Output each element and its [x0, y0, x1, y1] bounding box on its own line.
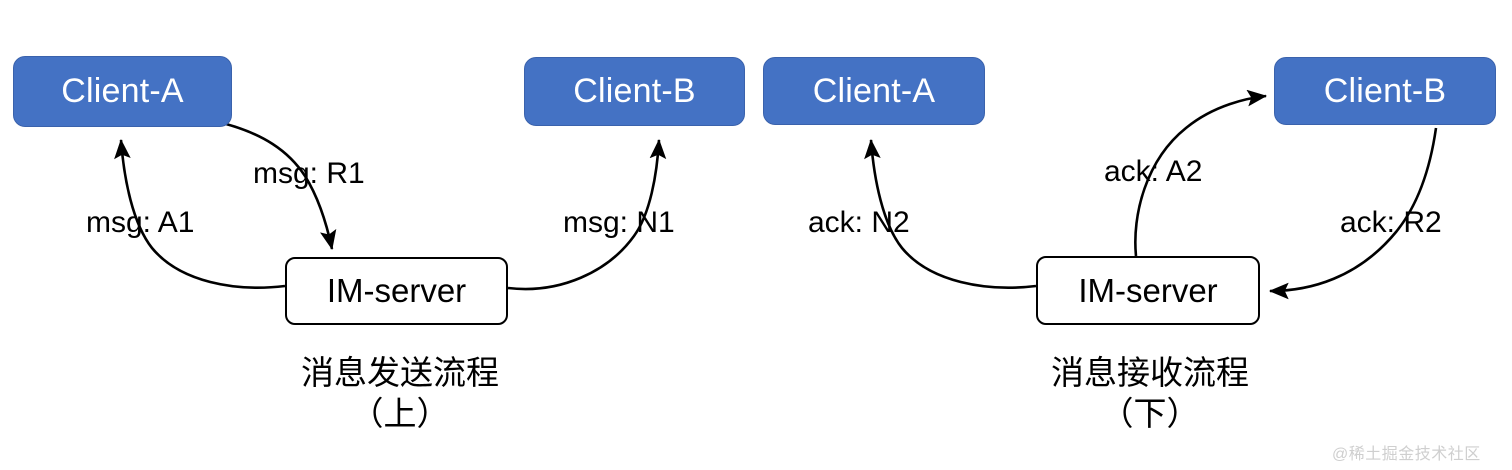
watermark-text: @稀土掘金技术社区	[1332, 446, 1481, 463]
edge-ack-r2	[1268, 127, 1438, 300]
edge-label-ack-r2: ack: R2	[1340, 206, 1442, 239]
node-label: Client-A	[61, 72, 184, 110]
edge-label-ack-n2: ack: N2	[808, 206, 910, 239]
edge-label-msg-n1: msg: N1	[563, 206, 675, 239]
node-label: IM-server	[326, 272, 467, 309]
edge-msg-a1	[114, 138, 286, 289]
edge-msg-n1	[507, 138, 667, 291]
node-im-server-right[interactable]: IM-server	[1036, 256, 1260, 325]
caption-line-2: （下）	[1100, 394, 1200, 432]
node-label: Client-A	[812, 71, 936, 110]
node-label: Client-B	[1323, 71, 1447, 110]
node-client-a-left[interactable]: Client-A	[13, 56, 232, 127]
caption-send-flow: 消息发送流程 （上）	[240, 353, 560, 435]
node-client-b-left[interactable]: Client-B	[524, 57, 745, 126]
edge-msg-r1	[225, 122, 337, 251]
node-client-a-right[interactable]: Client-A	[763, 57, 985, 125]
caption-line-1: 消息接收流程	[1051, 354, 1249, 391]
node-label: IM-server	[1078, 271, 1218, 309]
edge-label-ack-a2: ack: A2	[1104, 155, 1203, 188]
node-client-b-right[interactable]: Client-B	[1274, 57, 1496, 125]
edge-ack-n2	[864, 138, 1037, 289]
edge-ack-a2	[1134, 89, 1268, 257]
caption-receive-flow: 消息接收流程 （下）	[990, 353, 1310, 435]
caption-line-1: 消息发送流程	[301, 354, 499, 391]
edge-label-msg-r1: msg: R1	[253, 157, 365, 190]
node-label: Client-B	[573, 72, 696, 110]
node-im-server-left[interactable]: IM-server	[285, 257, 508, 325]
caption-line-2: （上）	[350, 394, 450, 432]
edge-label-msg-a1: msg: A1	[86, 206, 195, 239]
